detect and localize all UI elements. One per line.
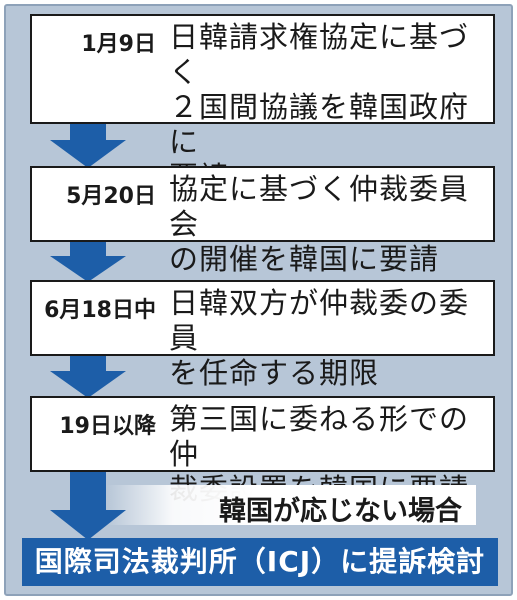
condition-label: 韓国が応じない場合: [219, 496, 462, 527]
down-arrow-icon: [50, 242, 126, 282]
step-2-date: 5月20日: [66, 184, 156, 209]
condition-ribbon: 韓国が応じない場合: [106, 485, 476, 527]
down-arrow-icon: [50, 356, 126, 398]
step-4-date: 19日以降: [59, 414, 156, 439]
step-1-line-1: 日韓請求権協定に基づく: [169, 20, 470, 89]
step-3-line-2: を任命する期限: [169, 356, 380, 390]
down-arrow-icon: [50, 472, 126, 540]
step-4-line-1: 第三国に委ねる形での仲: [169, 402, 470, 471]
step-3-description: 日韓双方が仲裁委の委員 を任命する期限: [169, 282, 493, 391]
step-3-date: 6月18日中: [44, 298, 156, 323]
step-1-description: 日韓請求権協定に基づく ２国間協議を韓国政府に 要請: [169, 16, 493, 195]
step-1-line-2: ２国間協議を韓国政府に: [169, 90, 470, 159]
step-2-line-2: の開催を韓国に要請: [169, 242, 440, 276]
step-2-line-1: 協定に基づく仲裁委員会: [169, 172, 470, 241]
step-3-line-1: 日韓双方が仲裁委の委員: [169, 286, 470, 355]
down-arrow-icon: [50, 124, 126, 168]
step-1-date: 1月9日: [81, 32, 156, 57]
step-4-box: 19日以降 第三国に委ねる形での仲 裁委設置を韓国に要請: [30, 396, 495, 506]
step-3-box: 6月18日中 日韓双方が仲裁委の委員 を任命する期限: [30, 280, 495, 390]
step-1-box: 1月9日 日韓請求権協定に基づく ２国間協議を韓国政府に 要請: [30, 14, 495, 194]
step-2-box: 5月20日 協定に基づく仲裁委員会 の開催を韓国に要請: [30, 166, 495, 276]
step-2-description: 協定に基づく仲裁委員会 の開催を韓国に要請: [169, 168, 493, 277]
final-action-box: 国際司法裁判所（ICJ）に提訴検討: [22, 538, 498, 586]
